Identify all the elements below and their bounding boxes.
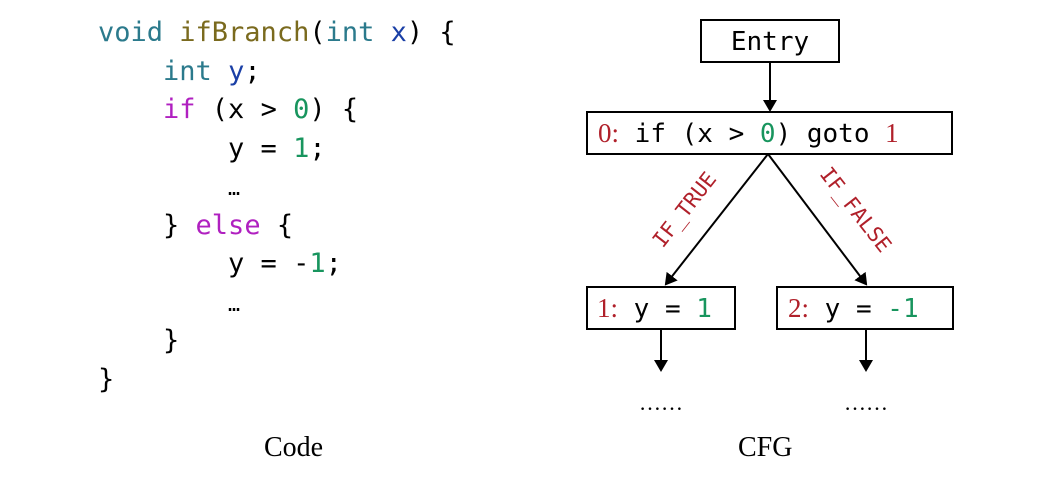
code-line: y = 1; xyxy=(98,130,456,169)
code-token: int xyxy=(325,17,391,48)
code-token: 1 xyxy=(293,132,310,164)
code-line: } else { xyxy=(98,207,456,246)
code-token: { xyxy=(260,209,294,241)
code-token: int xyxy=(163,55,229,87)
code-line: void ifBranch(int x) { xyxy=(98,14,456,53)
node1-index: 1: xyxy=(597,293,618,323)
code-line: int y; xyxy=(98,53,456,92)
node2-index: 2: xyxy=(788,293,809,323)
node1-stmt-num: 1 xyxy=(696,294,712,324)
edge-label-if-false: IF_FALSE xyxy=(815,162,896,256)
code-token: 1 xyxy=(309,248,326,279)
code-token: 0 xyxy=(293,94,310,125)
code-token: ) { xyxy=(309,94,359,125)
node1-stmt-pre: y = xyxy=(618,294,696,324)
node2-text: 2: y = -1 xyxy=(788,293,919,324)
code-token: (x > xyxy=(195,94,294,125)
cfg-node-entry: Entry xyxy=(700,19,840,63)
code-token: y = - xyxy=(98,248,310,279)
node2-stmt-num: -1 xyxy=(887,294,918,324)
cfg-node-0: 0: if (x > 0) goto 1 xyxy=(586,111,953,155)
cfg-node-1: 1: y = 1 xyxy=(586,286,736,330)
code-line: if (x > 0) { xyxy=(98,91,456,130)
code-token: if xyxy=(163,94,196,125)
code-line: } xyxy=(98,361,456,400)
continuation-right: …… xyxy=(844,390,888,415)
code-token: y = xyxy=(98,132,294,164)
code-token: ; xyxy=(309,132,326,164)
node0-target: 1 xyxy=(885,118,899,148)
code-token: y xyxy=(228,55,245,87)
node1-text: 1: y = 1 xyxy=(597,293,712,324)
code-line: … xyxy=(98,168,456,207)
node0-cond-num: 0 xyxy=(760,119,776,149)
code-listing: void ifBranch(int x) { int y; if (x > 0)… xyxy=(98,14,456,399)
entry-label: Entry xyxy=(731,27,809,57)
code-line: } xyxy=(98,322,456,361)
code-token: ( xyxy=(309,17,326,48)
node0-cond-mid: ) goto xyxy=(776,119,886,149)
node0-index: 0: xyxy=(598,118,619,148)
code-token: } xyxy=(98,363,115,395)
code-token: else xyxy=(195,209,261,241)
code-line: y = -1; xyxy=(98,245,456,284)
code-line: … xyxy=(98,284,456,323)
node0-cond-pre: if (x > xyxy=(619,119,760,149)
code-token: } xyxy=(98,209,196,241)
code-token: ifBranch xyxy=(179,17,310,48)
code-token: … xyxy=(228,291,241,316)
code-token: ; xyxy=(244,55,261,87)
code-token: void xyxy=(98,17,180,48)
node2-stmt-pre: y = xyxy=(809,294,887,324)
edge-if-false xyxy=(767,153,868,286)
code-token: ) { xyxy=(406,17,456,48)
code-token: … xyxy=(228,176,241,200)
node0-text: 0: if (x > 0) goto 1 xyxy=(598,118,899,149)
edge-label-if-true: IF_TRUE xyxy=(648,167,721,252)
caption-code: Code xyxy=(264,432,324,463)
cfg-node-2: 2: y = -1 xyxy=(776,286,954,330)
code-token: ; xyxy=(325,248,342,279)
caption-cfg: CFG xyxy=(738,432,793,463)
continuation-left: …… xyxy=(639,390,683,415)
code-token: } xyxy=(98,325,180,356)
edge-if-true xyxy=(664,153,769,286)
code-token: x xyxy=(390,17,407,48)
